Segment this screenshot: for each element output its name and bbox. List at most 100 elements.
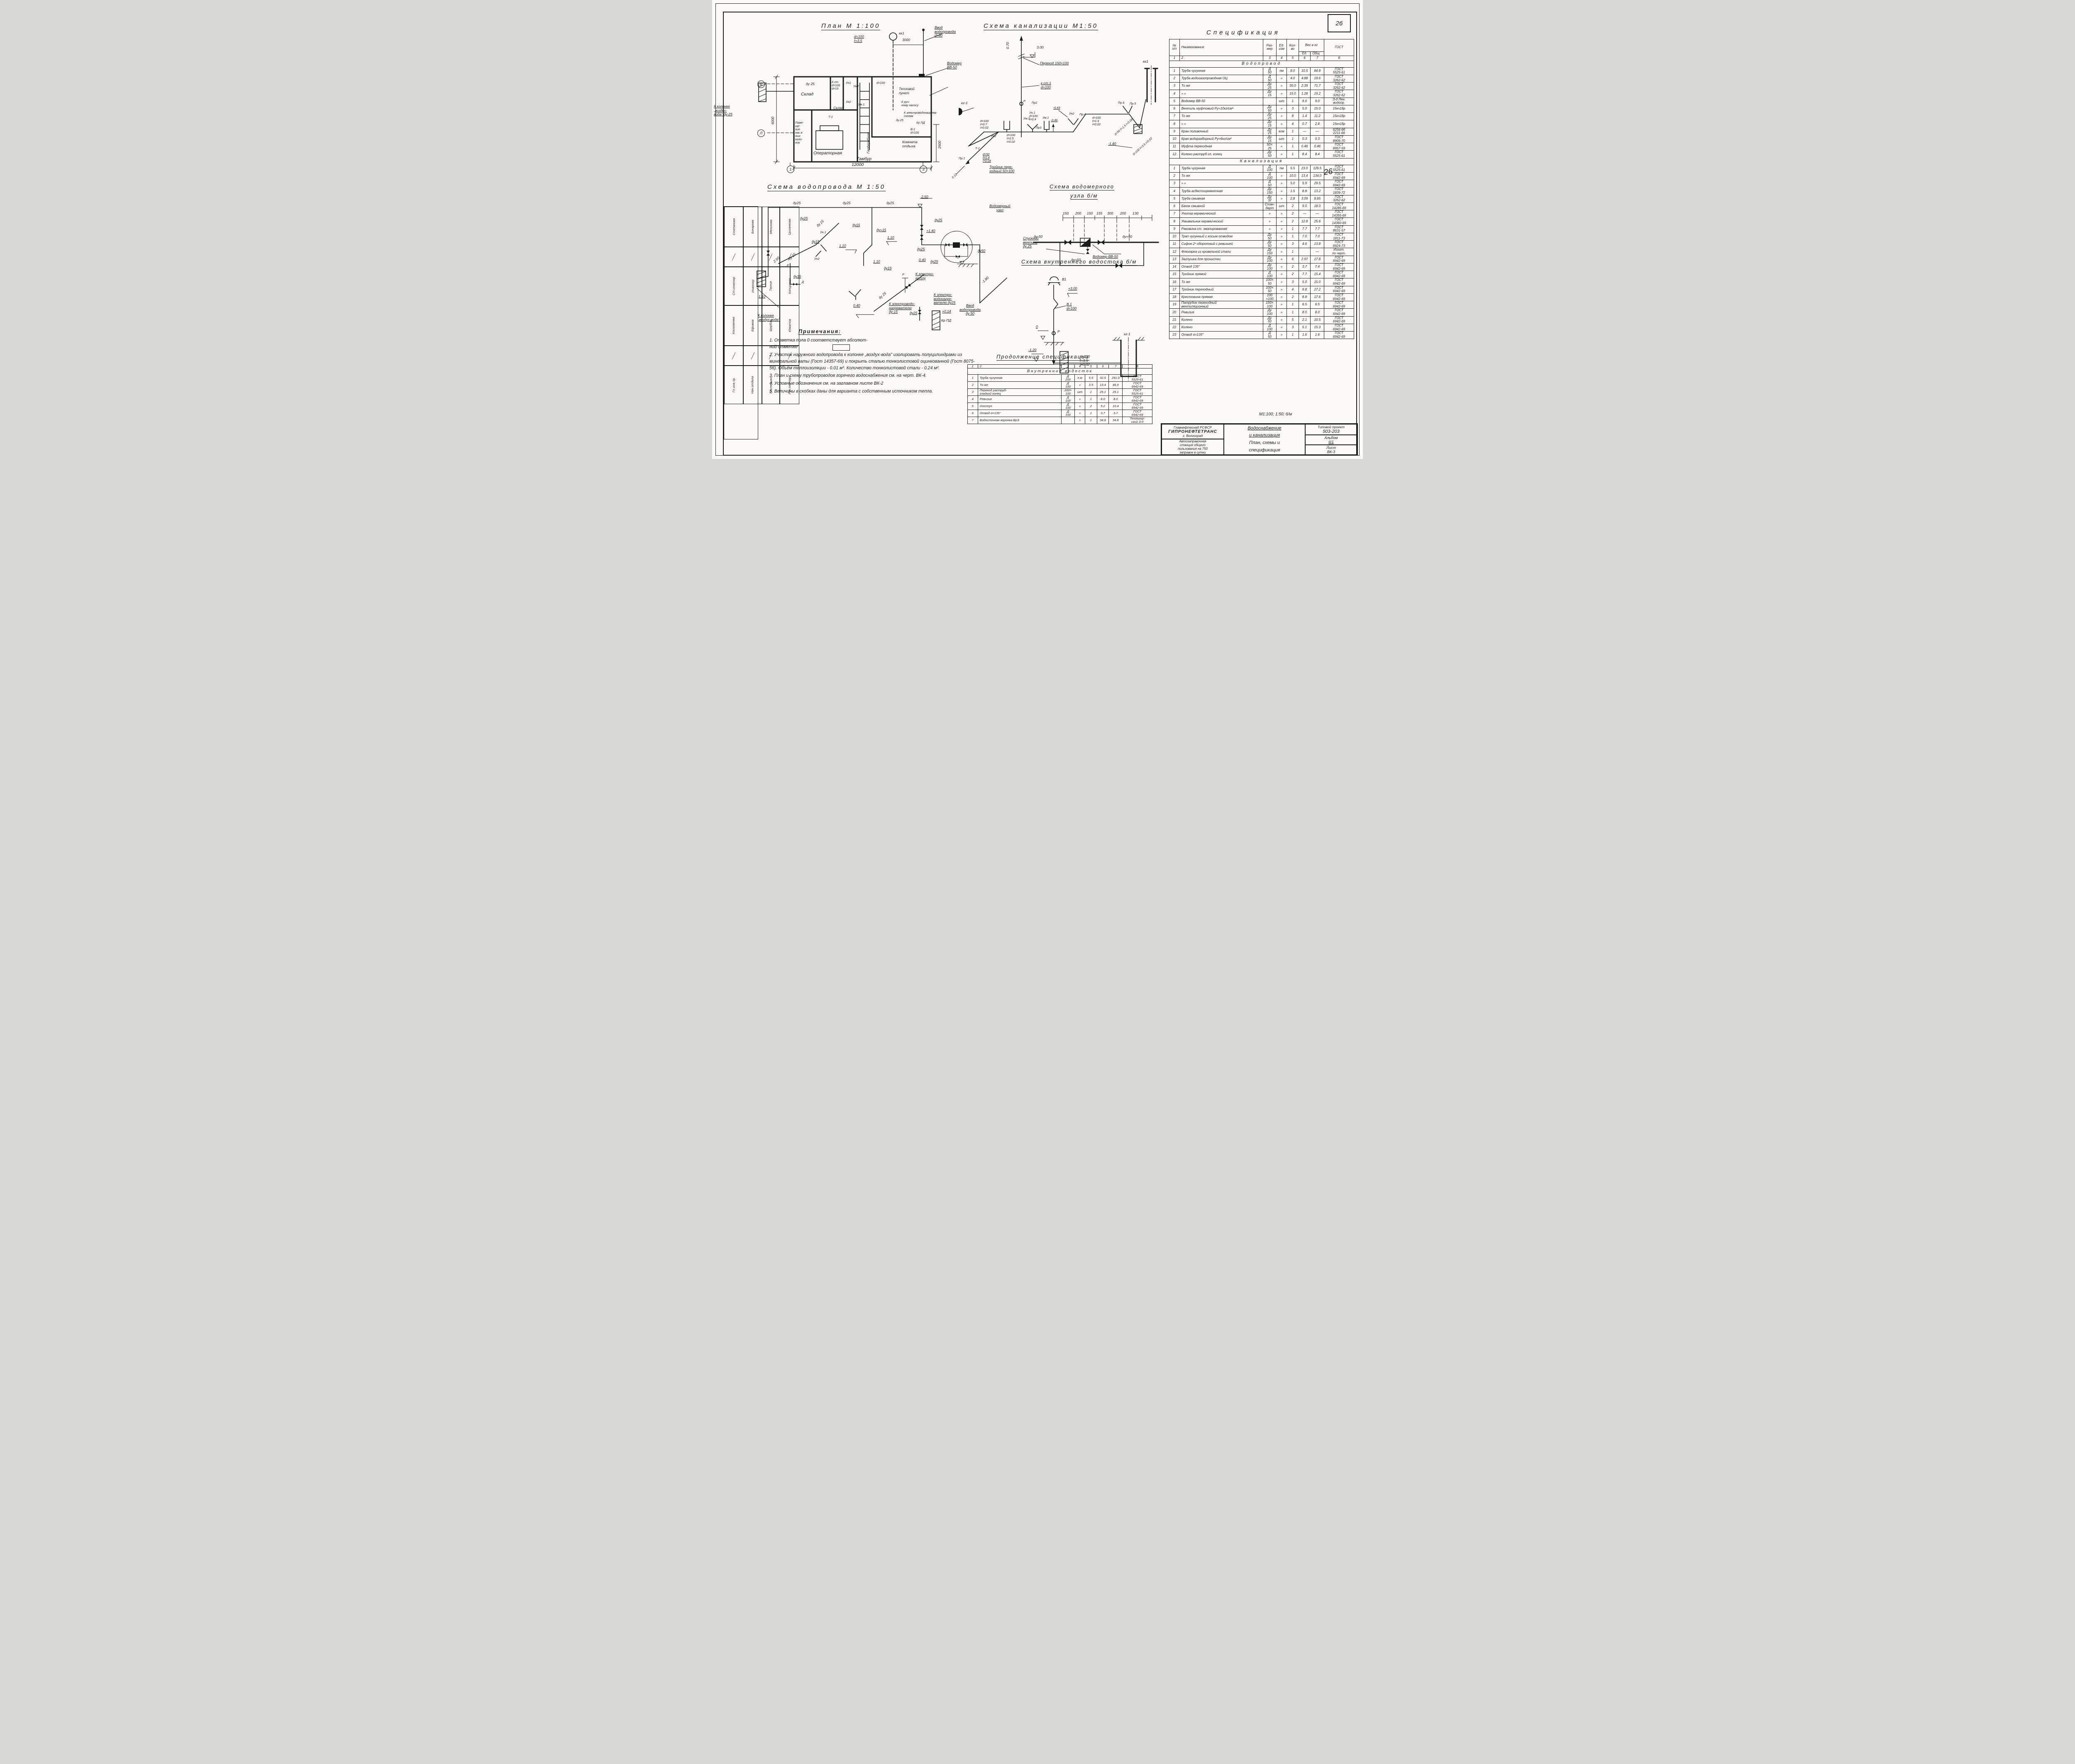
table-cell: 21 [1169,316,1180,324]
object-name: Автозаправочная станция общего пользован… [1162,439,1224,455]
stamp-name: Мелихова [769,220,773,234]
label: Ум.1 [1042,116,1049,120]
label: Кр ПД [941,318,952,322]
table-cell: 50× 25 [1262,143,1277,151]
table-cell: ГОСТ 1839-72 [1324,187,1354,195]
stamp-role: Нач.отдела [751,376,755,394]
table-cell: » [1074,409,1085,417]
label: 0.40 [853,303,860,307]
table-cell: 15.3 [1310,323,1325,332]
table-cell: ГОСТ 5525-61 [1122,388,1152,396]
table-cell: 29.5 [1310,180,1325,188]
table-cell: Д 200 [1061,374,1075,382]
label: ду25 [843,201,851,205]
table-cell: 46.9 [1108,381,1123,389]
table-cell: 8 [1169,120,1180,128]
album-number: II/1 [1328,440,1334,444]
label: Пр.5 [1130,102,1136,105]
table-cell: 32.5 [1096,374,1109,382]
table-cell: Ду 15 [1262,135,1277,144]
table-cell: 8 [1169,217,1180,226]
table-cell: 2 [1286,271,1299,279]
stamp-role: Копировал [788,278,792,294]
table-cell: » [1276,82,1287,90]
table-cell: » [1276,240,1287,249]
table-cell: » [1276,143,1287,151]
table-cell: Д 100 [1262,323,1277,332]
table-cell: 8.65 [1310,195,1325,203]
table-cell: — [1298,210,1311,218]
table-cell: 19.2 [1310,90,1325,98]
label: d=100 [876,81,885,85]
table-cell: 3 [1286,278,1299,286]
label: 1.10 [873,259,880,264]
table-cell: ГОСТ 1811-73 [1324,232,1354,241]
label: Пр.1 [959,156,965,160]
table-cell: 8.0 [1298,308,1311,317]
axis-label: 1 [789,167,792,171]
label: Р [1023,99,1025,103]
table-cell: 6.5 [1310,301,1325,309]
stamp-name: Цыганкова [788,219,792,235]
table-cell: 3 [1286,240,1299,249]
table-cell: Ду 32 [1262,195,1277,203]
meter-linework [1033,215,1159,268]
table-cell: Д 50 [1262,67,1277,75]
table-cell: » [1276,172,1287,181]
table-cell: » » [1179,90,1263,98]
table-cell: 10 [1169,232,1180,241]
table-cell: » [1276,180,1287,188]
label: Ун.1 d=100 ℓ=0.4 [1029,111,1038,122]
table-cell: 2 [1286,210,1299,218]
notes-block: Примечания: 1. Отметка пола 0 соответств… [769,328,979,396]
table-cell: 3.7 [1096,409,1109,417]
table-cell: 3 [1169,180,1180,188]
table-cell: 1 [1286,308,1299,317]
table-cell: 2.97 [1298,255,1311,264]
table-cell: 291.0 [1108,374,1123,382]
axis-label: В [759,82,762,86]
table-cell: 16 [1169,278,1180,286]
table-cell: — [1310,127,1325,136]
table-cell: ГОСТ 6942-69 [1324,180,1354,188]
signature-mark [732,253,736,261]
table-cell: Д 100 [1262,172,1277,181]
table-cell: Кран поливочный [1179,127,1263,136]
table-cell: 11 [1169,143,1180,151]
table-cell: Водомер ВВ-50 [1179,97,1263,105]
table-cell: ком [1276,127,1287,136]
label: 0.40 [919,258,926,262]
table-cell: 15кч18р [1324,112,1354,121]
table-cell: » [1276,278,1287,286]
table-cell: » [1276,120,1287,128]
table-cell: 27.2 [1310,285,1325,294]
col-num: 6 [1298,55,1311,61]
table-cell: 17.8 [1310,255,1325,264]
label: К колонке „воздух- вода” ду-25 [714,104,732,117]
table-cell: Сифон 2ˣ оборотный с ревизией [1179,240,1263,249]
table-cell: 2 [1169,74,1180,83]
table-cell: 12 [1169,150,1180,159]
spec-cont-title: Продолжение спецификации [996,354,1089,361]
table-cell: Ду 25 [1262,112,1277,121]
table-cell: Ду 100 [1262,255,1277,264]
axis-circle-1: 1 [787,166,794,173]
table-cell: 15.0 [1310,278,1325,286]
table-cell: Д 50 [1262,331,1277,339]
label: Ун.1 [820,230,826,234]
table-cell: шт [1276,97,1287,105]
table-cell: 126.5 [1310,164,1325,173]
